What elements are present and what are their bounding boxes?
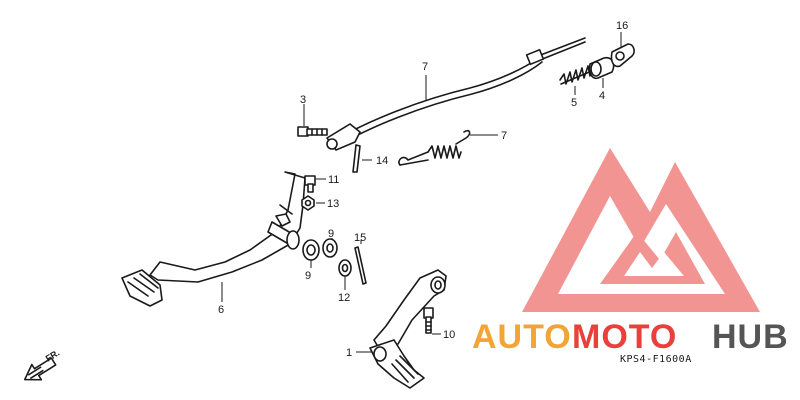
watermark-logo-icon — [522, 148, 760, 312]
callout-6: 6 — [218, 304, 224, 316]
callout-13: 13 — [327, 198, 339, 210]
return-spring-part-7 — [398, 129, 471, 166]
callout-7-spring: 7 — [501, 130, 507, 142]
brake-pedal-part-6 — [121, 171, 306, 307]
diagram-code: KPS4-F1600A — [620, 354, 692, 365]
callout-3: 3 — [300, 94, 306, 106]
brand-text-hub: HUB — [712, 318, 789, 356]
callout-10: 10 — [443, 329, 455, 341]
front-indicator-label: FR. — [44, 348, 62, 364]
washer-part-12 — [338, 259, 352, 277]
cotter-pin-part-14 — [352, 144, 361, 173]
callout-1: 1 — [346, 347, 352, 359]
nut-part-13 — [301, 195, 315, 211]
bolt-part-3 — [297, 126, 328, 137]
callout-14: 14 — [376, 155, 388, 167]
dust-seal-part-9-right — [322, 238, 338, 258]
front-arrow-icon — [23, 357, 57, 381]
callout-11: 11 — [328, 174, 339, 186]
brand-text-moto: MOTO — [572, 318, 677, 356]
leader-lines — [221, 32, 622, 353]
callout-12: 12 — [338, 292, 350, 304]
watermark-brand-text: AUTO MOTO HUB — [472, 318, 789, 356]
bolt-part-10 — [423, 307, 434, 334]
gearshift-pedal-part-1 — [369, 269, 447, 389]
callout-7-cable: 7 — [422, 61, 428, 73]
adjusting-nut-part-16 — [610, 43, 635, 68]
brand-text-auto: AUTO — [472, 318, 572, 356]
joint-part-4 — [588, 56, 615, 80]
callout-9-left: 9 — [305, 270, 311, 282]
spring-part-5 — [559, 63, 597, 85]
callout-15: 15 — [354, 232, 366, 244]
callout-9-right: 9 — [328, 228, 334, 240]
brake-cable-part-7 — [326, 37, 586, 151]
bolt-part-11 — [304, 175, 316, 193]
callout-4: 4 — [599, 90, 605, 102]
cotter-pin-part-15 — [354, 246, 367, 285]
dust-seal-part-9-left — [302, 239, 320, 261]
callout-16: 16 — [616, 20, 628, 32]
callout-5: 5 — [571, 97, 577, 109]
